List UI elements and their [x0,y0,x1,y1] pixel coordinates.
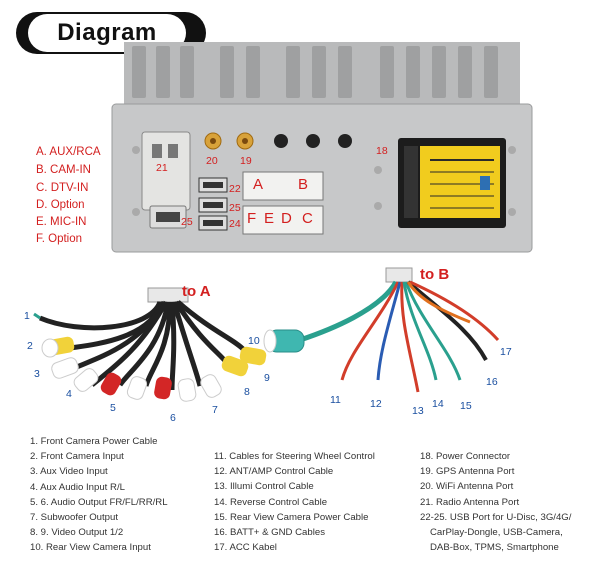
cable-number-9: 9 [264,372,270,384]
legend-item: DAB-Box, TPMS, Smartphone [430,542,559,554]
legend-item: 20. WiFi Antenna Port [420,481,514,493]
legend-item: 2. Front Camera Input [30,451,124,463]
legend-item: 21. Radio Antenna Port [420,496,520,508]
input-option-f: F. Option [36,233,83,245]
panel-number-24: 24 [229,218,241,230]
panel-number-18: 18 [376,145,388,157]
legend-item: 15. Rear View Camera Power Cable [214,511,369,523]
page-title: Diagram [57,19,157,46]
legend-item: 10. Rear View Camera Input [30,542,151,554]
cable-number-16: 16 [486,376,498,388]
legend-item: CarPlay-Dongle, USB-Camera, [430,527,563,539]
connector-letter-e: E [264,210,275,227]
cable-number-12: 12 [370,398,382,410]
input-aux-rca: A. AUX/RCA [36,146,101,158]
connector-letter-f: F [247,210,257,227]
cable-number-8: 8 [244,386,250,398]
head-unit-back-panel [111,42,533,253]
legend-item: 12. ANT/AMP Control Cable [214,466,334,478]
input-dtv-in: C. DTV-IN [36,182,89,194]
panel-number-25-left: 25 [181,216,193,228]
legend-item: 16. BATT+ & GND Cables [214,527,325,539]
legend-item: 19. GPS Antenna Port [420,466,515,478]
cable-number-13: 13 [412,405,424,417]
legend-item: 5. 6. Audio Output FR/FL/RR/RL [30,496,168,508]
legend-item: 1. Front Camera Power Cable [30,436,158,447]
harness-b [263,267,500,393]
cable-number-11: 11 [330,394,341,406]
connector-letter-c: C [302,210,313,227]
cable-number-15: 15 [460,400,472,412]
legend-item: 3. Aux Video Input [30,466,108,478]
legend-column-2: 11. Cables for Steering Wheel Control 12… [214,449,375,555]
cable-number-4: 4 [66,388,72,400]
connector-letter-b: B [298,176,309,193]
cable-number-10: 10 [248,335,260,347]
cable-number-3: 3 [34,368,40,380]
connector-letter-d: D [281,210,292,227]
panel-number-25: 25 [229,202,241,214]
legend-item: 14. Reverse Control Cable [214,496,328,508]
label-to-b: to B [420,266,450,283]
connector-letter-a: A [253,176,264,193]
legend-item: 4. Aux Audio Input R/L [30,481,125,493]
cable-number-2: 2 [27,340,33,352]
legend-item: 22-25. USB Port for U-Disc, 3G/4G/ [420,511,572,523]
input-cam-in: B. CAM-IN [36,164,91,176]
panel-number-19: 19 [240,155,252,167]
legend-column-1: 1. Front Camera Power Cable 2. Front Cam… [30,434,168,556]
panel-number-21: 21 [156,162,168,174]
harness-a [33,287,267,402]
cable-number-14: 14 [432,398,444,410]
legend-item: 11. Cables for Steering Wheel Control [214,451,375,462]
cable-number-17: 17 [500,346,512,358]
cable-number-1: 1 [24,310,30,322]
legend-item: 18. Power Connector [420,451,511,462]
panel-number-22: 22 [229,183,241,195]
panel-number-20: 20 [206,155,218,167]
legend-item: 13. Illumi Control Cable [214,481,314,493]
input-mic-in: E. MIC-IN [36,216,87,228]
label-to-a: to A [182,283,211,300]
legend-item: 17. ACC Kabel [214,542,277,554]
cable-number-5: 5 [110,402,116,414]
legend-item: 7. Subwoofer Output [30,512,118,524]
cable-number-6: 6 [170,412,176,424]
input-option-d: D. Option [36,199,85,211]
cable-number-7: 7 [212,404,218,416]
legend-item: 8. 9. Video Output 1/2 [30,527,124,539]
legend-column-3: 18. Power Connector 19. GPS Antenna Port… [420,449,571,555]
